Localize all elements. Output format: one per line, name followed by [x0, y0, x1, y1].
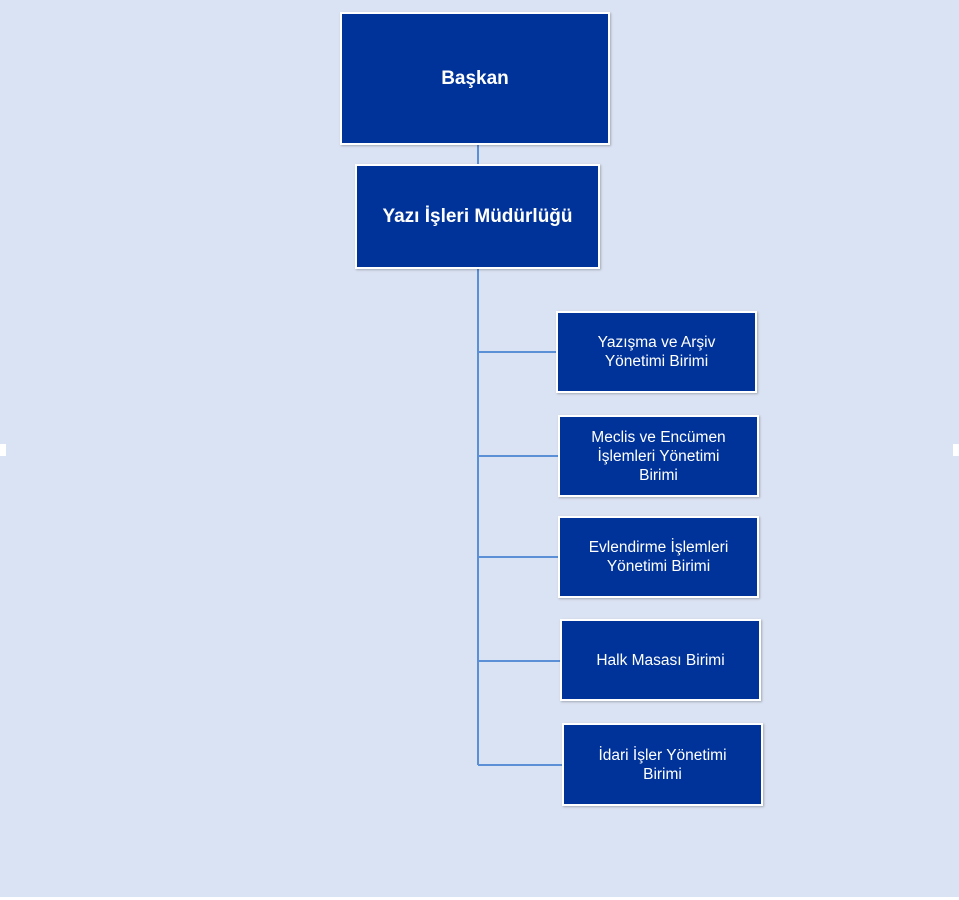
- resize-handle-left[interactable]: [0, 444, 6, 456]
- node-root: Başkan: [340, 12, 610, 145]
- node-unit-4: Halk Masası Birimi: [560, 619, 761, 701]
- node-unit-5: İdari İşler Yönetimi Birimi: [562, 723, 763, 806]
- node-unit-1: Yazışma ve Arşiv Yönetimi Birimi: [556, 311, 757, 393]
- node-unit-2: Meclis ve Encümen İşlemleri Yönetimi Bir…: [558, 415, 759, 497]
- node-unit-3: Evlendirme İşlemleri Yönetimi Birimi: [558, 516, 759, 598]
- node-directorate: Yazı İşleri Müdürlüğü: [355, 164, 600, 269]
- resize-handle-right[interactable]: [953, 444, 959, 456]
